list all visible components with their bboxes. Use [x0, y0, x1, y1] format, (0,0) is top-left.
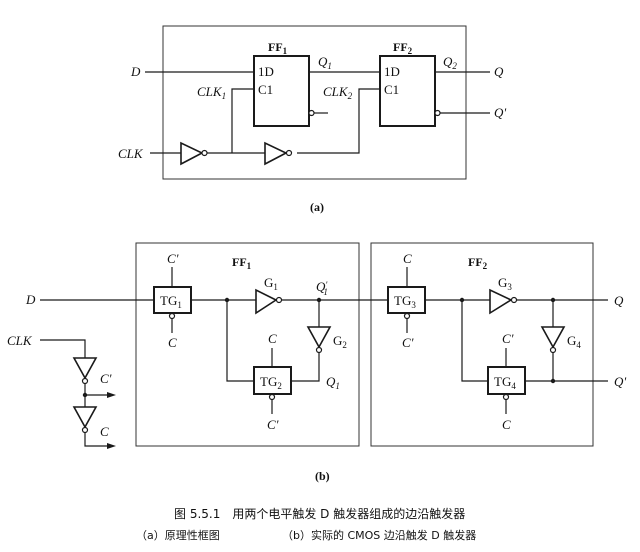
tg4-bubble	[502, 393, 510, 401]
output-q-label: Q	[494, 64, 504, 79]
diagram-a: D FF1 1D C1 Q1 CLK1 FF2 1D C1 Q2 Q Q' CL…	[118, 25, 506, 214]
figure-caption-title: 图 5.5.1 用两个电平触发 D 触发器组成的边沿触发器	[174, 506, 465, 521]
ff1-block	[253, 55, 310, 127]
gate-g3	[489, 288, 513, 315]
tg3-bubble	[403, 312, 411, 320]
ff2-pin-d: 1D	[384, 64, 400, 79]
diagram-b: D TG1 C' C FF1 G1 Q'1 G2 Q1 TG2 C	[7, 242, 626, 483]
gate-g3-bubble	[510, 296, 518, 304]
input-clk-label: CLK	[118, 146, 144, 161]
tg1-top-label: C'	[167, 251, 179, 266]
g4-label: G4	[567, 333, 581, 350]
tg4-top-label: C'	[502, 331, 514, 346]
diagram-b-label: (b)	[315, 469, 330, 483]
clk-inverter-2-bubble	[81, 426, 89, 434]
ff2-title: FF2	[393, 40, 413, 56]
ff2-block	[379, 55, 436, 127]
wire-tg2-left	[226, 300, 254, 382]
g3-label: G3	[498, 275, 512, 292]
inverter-2	[264, 141, 288, 166]
figure-caption-sub-a: （a）原理性框图	[136, 528, 220, 542]
ff1-inverted-output-bubble	[308, 109, 315, 117]
inverter-2-bubble	[285, 149, 293, 157]
input-d-label: D	[130, 64, 141, 79]
diagram-a-label: (a)	[310, 200, 324, 214]
b-input-d-label: D	[25, 292, 36, 307]
tg3-label: TG3	[394, 293, 416, 310]
ff2-inverted-output-bubble	[434, 109, 441, 117]
tg2-bubble	[268, 393, 276, 401]
tg3-bottom-label: C'	[402, 335, 414, 350]
b-ff2-title: FF2	[468, 255, 488, 271]
wire-c-out	[84, 432, 110, 447]
output-qn-label: Q'	[494, 105, 506, 120]
tg1-label: TG1	[160, 293, 182, 310]
clk-inverter-1-bubble	[81, 377, 89, 385]
clk-c-label: C	[100, 424, 109, 439]
inverter-1-bubble	[201, 149, 208, 157]
ff2-output-label: Q2	[443, 54, 457, 71]
q1-label: Q1	[326, 374, 340, 391]
tg1-bubble	[168, 312, 176, 320]
clk-cp-label: C'	[100, 371, 112, 386]
wire-clk1	[231, 88, 254, 153]
b-input-clk-label: CLK	[7, 333, 33, 348]
clk2-label: CLK2	[323, 84, 353, 101]
ff1-pin-d: 1D	[258, 64, 274, 79]
gate-g4	[540, 326, 566, 349]
clk-inverter-1	[72, 357, 98, 380]
b-ff1-title: FF1	[232, 255, 252, 271]
gate-g2	[306, 326, 332, 349]
ff1-frame	[135, 242, 360, 447]
tg4-block	[487, 366, 526, 395]
ff2-pin-c: C1	[384, 82, 399, 97]
tg4-bottom-label: C	[502, 417, 511, 432]
arrow-cp-icon	[107, 392, 116, 398]
gate-g2-bubble	[315, 346, 323, 354]
q1p-label: Q'1	[316, 279, 328, 297]
wire-g2-out	[290, 352, 320, 382]
wire-clk2	[297, 88, 380, 154]
b-output-qn-label: Q'	[614, 374, 626, 389]
wire-tg4-left	[461, 300, 488, 382]
gate-g1	[255, 288, 278, 315]
tg3-top-label: C	[403, 251, 412, 266]
tg2-top-label: C	[268, 331, 277, 346]
gate-g4-bubble	[549, 346, 557, 354]
tg2-block	[253, 366, 292, 395]
tg1-bottom-label: C	[168, 335, 177, 350]
tg2-label: TG2	[260, 374, 282, 391]
b-wire-clk	[40, 339, 86, 358]
clk-inverter-2	[72, 406, 98, 429]
ff1-title: FF1	[268, 40, 288, 56]
figure-caption-sub-b: （b）实际的 CMOS 边沿触发 D 触发器	[282, 528, 476, 542]
tg4-label: TG4	[494, 374, 516, 391]
g2-label: G2	[333, 333, 347, 350]
inverter-1	[180, 141, 204, 166]
clk1-label: CLK1	[197, 84, 226, 101]
g1-label: G1	[264, 275, 278, 292]
b-output-q-label: Q	[614, 293, 624, 308]
tg2-bottom-label: C'	[267, 417, 279, 432]
ff1-pin-c: C1	[258, 82, 273, 97]
arrow-c-icon	[107, 443, 116, 449]
diagram-a-frame	[162, 25, 467, 180]
gate-g1-bubble	[275, 296, 283, 304]
ff2-frame	[370, 242, 594, 447]
ff1-output-label: Q1	[318, 54, 332, 71]
